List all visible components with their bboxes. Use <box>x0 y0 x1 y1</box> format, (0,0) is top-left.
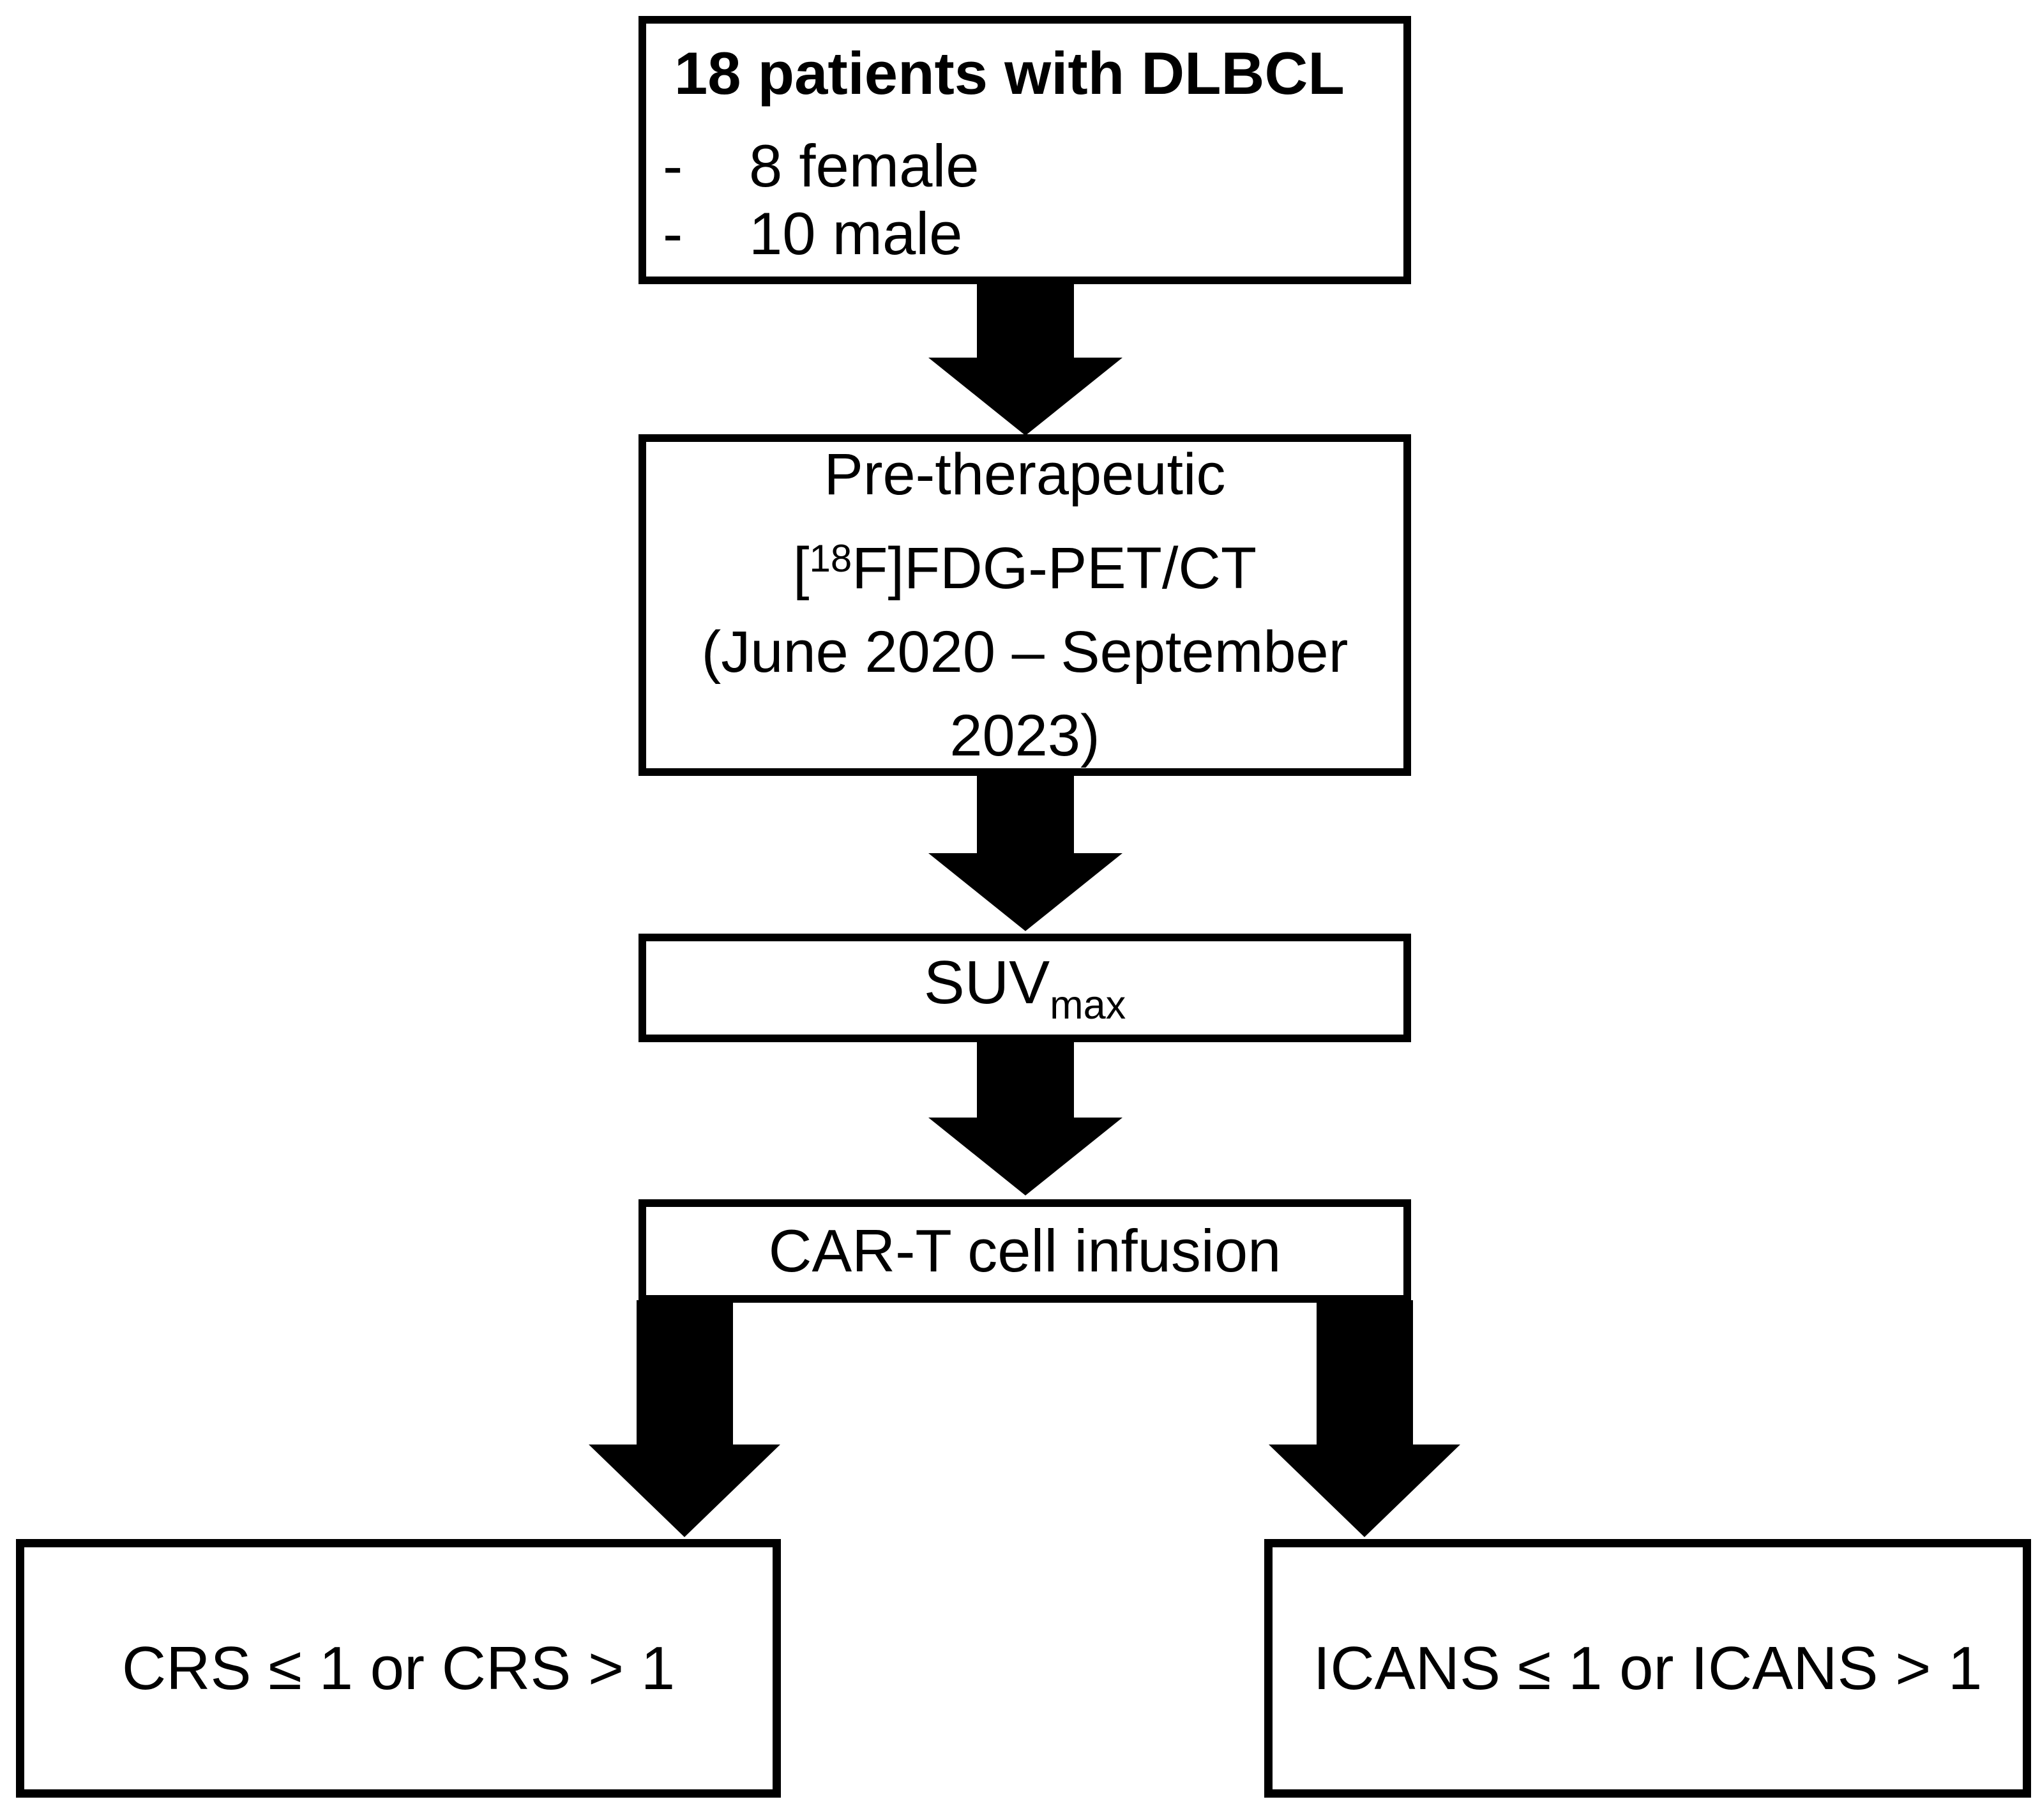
cart-infusion-box: CAR-T cell infusion <box>638 1199 1411 1303</box>
arrow-stem <box>977 1041 1074 1118</box>
pet-line-2: [18F]FDG-PET/CT <box>793 517 1257 610</box>
icans-outcome-label: ICANS ≤ 1 or ICANS > 1 <box>1313 1634 1983 1702</box>
bullet-label: 10 male <box>749 200 963 267</box>
arrow-head <box>589 1445 780 1537</box>
bullet-label: 8 female <box>749 132 979 199</box>
arrow-head <box>928 1118 1122 1195</box>
icans-outcome-box: ICANS ≤ 1 or ICANS > 1 <box>1264 1539 2031 1798</box>
bracket-open: [ <box>792 535 810 601</box>
crs-outcome-box: CRS ≤ 1 or CRS > 1 <box>16 1539 781 1798</box>
cohort-box: 18 patients with DLBCL - 8 female - 10 m… <box>638 16 1411 284</box>
crs-outcome-label: CRS ≤ 1 or CRS > 1 <box>121 1634 676 1702</box>
arrow-stem <box>637 1300 733 1445</box>
suvmax-label: SUVmax <box>924 948 1126 1028</box>
pet-line-3: (June 2020 – September <box>701 619 1349 685</box>
arrow-stem <box>977 775 1074 854</box>
arrow-stem <box>1317 1300 1413 1445</box>
pet-line-4: 2023) <box>949 702 1100 768</box>
bullet-dash: - <box>663 132 683 199</box>
arrow-stem <box>977 283 1074 359</box>
arrow-head <box>928 853 1122 931</box>
cohort-bullet-female: - 8 female <box>663 132 1384 200</box>
tracer-text: F]FDG-PET/CT <box>852 535 1257 601</box>
suvmax-box: SUVmax <box>638 934 1411 1042</box>
arrow-head <box>1269 1445 1460 1537</box>
cohort-bullet-male: - 10 male <box>663 200 1384 268</box>
cart-infusion-label: CAR-T cell infusion <box>768 1217 1281 1284</box>
suv-subscript: max <box>1050 983 1126 1028</box>
isotope-superscript: 18 <box>809 536 852 580</box>
pet-line-1: Pre-therapeutic <box>824 441 1226 507</box>
suv-base: SUV <box>923 948 1050 1017</box>
pet-ct-box: Pre-therapeutic [18F]FDG-PET/CT (June 20… <box>638 434 1411 776</box>
arrow-head <box>928 358 1122 436</box>
bullet-dash: - <box>663 200 683 267</box>
cohort-title: 18 patients with DLBCL <box>674 40 1345 107</box>
